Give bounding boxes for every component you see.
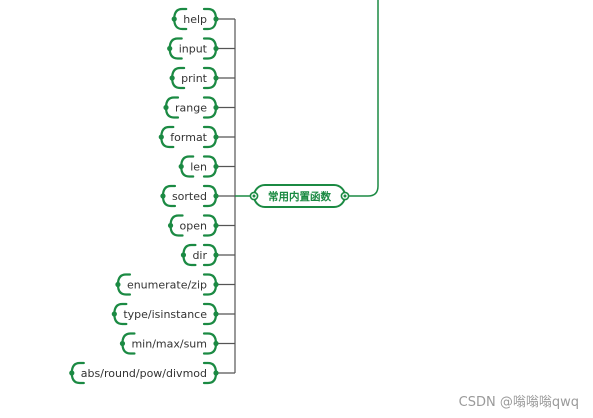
- leaf-dot-icon: [213, 311, 219, 317]
- leaf-dot-icon: [163, 104, 169, 111]
- leaf-label: print: [181, 72, 208, 85]
- leaf-node[interactable]: abs/round/pow/divmod: [69, 361, 219, 385]
- watermark: CSDN @嗡嗡嗡qwq: [458, 395, 579, 410]
- leaf-dot-icon: [213, 281, 219, 288]
- leaf-node[interactable]: format: [158, 125, 219, 149]
- leaf-label: open: [180, 220, 207, 233]
- center-handle-dot-icon: [252, 194, 256, 198]
- connectors: [216, 0, 379, 374]
- leaf-node[interactable]: print: [169, 66, 219, 90]
- leaf-node[interactable]: sorted: [160, 184, 219, 208]
- leaf-dot-icon: [213, 222, 219, 229]
- leaf-dot-icon: [213, 193, 219, 199]
- leaf-dot-icon: [171, 16, 177, 22]
- parent-link-line: [349, 0, 379, 197]
- center-node[interactable]: 常用内置函数: [249, 184, 350, 208]
- leaf-node[interactable]: min/max/sum: [119, 332, 219, 355]
- leaf-nodes: help input print range format len sorted open di…: [69, 7, 219, 385]
- leaf-dot-icon: [119, 340, 126, 347]
- leaf-label: format: [170, 131, 207, 144]
- leaf-label: help: [183, 13, 207, 26]
- leaf-dot-icon: [158, 134, 164, 140]
- leaf-dot-icon: [213, 340, 219, 347]
- leaf-label: len: [190, 161, 207, 174]
- leaf-node[interactable]: range: [163, 96, 219, 119]
- leaf-dot-icon: [213, 75, 219, 81]
- leaf-node[interactable]: type/isinstance: [111, 302, 219, 326]
- leaf-node[interactable]: dir: [180, 243, 219, 267]
- leaf-dot-icon: [169, 75, 175, 81]
- leaf-label: input: [179, 43, 208, 56]
- leaf-dot-icon: [213, 163, 219, 170]
- leaf-dot-icon: [213, 16, 219, 22]
- leaf-dot-icon: [213, 134, 219, 140]
- leaf-dot-icon: [180, 252, 187, 258]
- leaf-dot-icon: [160, 193, 166, 199]
- leaf-label: abs/round/pow/divmod: [81, 367, 207, 380]
- leaf-label: enumerate/zip: [127, 279, 207, 292]
- leaf-dot-icon: [69, 370, 75, 376]
- leaf-node[interactable]: input: [167, 37, 219, 60]
- center-handle-dot-icon: [343, 194, 347, 198]
- leaf-label: dir: [192, 249, 207, 262]
- leaf-node[interactable]: help: [171, 7, 219, 31]
- leaf-dot-icon: [213, 252, 219, 258]
- leaf-dot-icon: [213, 370, 219, 376]
- leaf-node[interactable]: enumerate/zip: [115, 273, 219, 296]
- leaf-label: type/isinstance: [123, 308, 207, 321]
- leaf-label: sorted: [172, 190, 207, 203]
- leaf-dot-icon: [115, 281, 121, 288]
- leaf-dot-icon: [213, 45, 219, 52]
- leaf-dot-icon: [178, 163, 184, 170]
- leaf-dot-icon: [111, 311, 117, 317]
- leaf-node[interactable]: open: [167, 214, 219, 237]
- leaf-dot-icon: [167, 45, 173, 52]
- leaf-node[interactable]: len: [178, 155, 219, 178]
- leaf-dot-icon: [167, 222, 174, 229]
- leaf-dot-icon: [213, 104, 219, 111]
- leaf-label: range: [175, 102, 207, 115]
- center-label: 常用内置函数: [268, 190, 331, 203]
- leaf-label: min/max/sum: [131, 338, 207, 351]
